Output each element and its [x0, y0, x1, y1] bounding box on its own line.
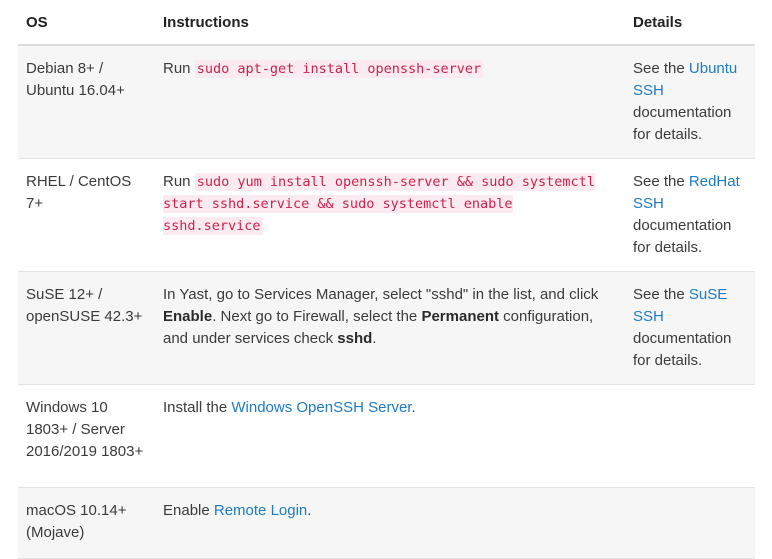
cell-os: macOS 10.14+ (Mojave) [18, 487, 155, 559]
cell-instructions: Install the Windows OpenSSH Server. [155, 384, 625, 488]
cell-details: See the SuSE SSH documentation for detai… [625, 271, 755, 385]
instruction-segment: . [372, 330, 377, 347]
instruction-segment: In Yast, go to Services Manager, select … [163, 286, 599, 303]
cell-os: SuSE 12+ / openSUSE 42.3+ [18, 271, 155, 385]
instruction-text-prefix: Install the [163, 399, 232, 416]
instruction-text-suffix: . [411, 399, 416, 416]
instruction-text-prefix: Run [163, 173, 195, 190]
details-text-suffix: documentation for details. [633, 330, 732, 369]
cell-os: Debian 8+ / Ubuntu 16.04+ [18, 45, 155, 159]
cell-instructions: Run sudo yum install openssh-server && s… [155, 158, 625, 272]
details-text-prefix: See the [633, 286, 689, 303]
details-link[interactable]: RedHat SSH [633, 173, 740, 212]
table-body: Debian 8+ / Ubuntu 16.04+ Run sudo apt-g… [18, 45, 755, 559]
table-row: RHEL / CentOS 7+ Run sudo yum install op… [18, 158, 755, 272]
cell-instructions: Enable Remote Login. [155, 487, 625, 559]
cell-details [625, 487, 755, 559]
instruction-segment: configuration, and under services check [163, 308, 594, 347]
details-link[interactable]: SuSE SSH [633, 286, 728, 325]
table-row: Debian 8+ / Ubuntu 16.04+ Run sudo apt-g… [18, 45, 755, 159]
table-row: macOS 10.14+ (Mojave) Enable Remote Logi… [18, 487, 755, 559]
instruction-bold-enable: Enable [163, 308, 213, 325]
instruction-bold-sshd: sshd [337, 330, 373, 347]
instruction-text-suffix: . [307, 502, 312, 519]
os-instructions-table: OS Instructions Details Debian 8+ / Ubun… [18, 8, 755, 559]
cell-instructions: In Yast, go to Services Manager, select … [155, 271, 625, 385]
table-header: OS Instructions Details [18, 8, 755, 46]
cell-instructions: Run sudo apt-get install openssh-server [155, 45, 625, 159]
instruction-text-prefix: Run [163, 60, 195, 77]
instruction-segment: . Next go to Firewall, select the [212, 308, 422, 325]
instruction-link[interactable]: Windows OpenSSH Server [231, 399, 412, 416]
column-header-details: Details [625, 8, 755, 46]
column-header-os: OS [18, 8, 155, 46]
cell-details: See the RedHat SSH documentation for det… [625, 158, 755, 272]
inline-code: sudo apt-get install openssh-server [194, 60, 484, 78]
table-header-row: OS Instructions Details [18, 8, 755, 46]
cell-os: Windows 10 1803+ / Server 2016/2019 1803… [18, 384, 155, 488]
table-row: Windows 10 1803+ / Server 2016/2019 1803… [18, 384, 755, 488]
cell-os: RHEL / CentOS 7+ [18, 158, 155, 272]
details-link[interactable]: Ubuntu SSH [633, 60, 738, 99]
details-text-prefix: See the [633, 173, 689, 190]
inline-code: sudo yum install openssh-server && sudo … [163, 173, 595, 235]
os-instructions-table-container: OS Instructions Details Debian 8+ / Ubun… [18, 8, 755, 559]
cell-details [625, 384, 755, 488]
details-text-suffix: documentation for details. [633, 217, 732, 256]
instruction-link[interactable]: Remote Login [213, 502, 308, 519]
cell-details: See the Ubuntu SSH documentation for det… [625, 45, 755, 159]
details-text-suffix: documentation for details. [633, 104, 732, 143]
details-text-prefix: See the [633, 60, 689, 77]
instruction-text-prefix: Enable [163, 502, 214, 519]
instruction-bold-permanent: Permanent [421, 308, 499, 325]
table-row: SuSE 12+ / openSUSE 42.3+ In Yast, go to… [18, 271, 755, 385]
column-header-instructions: Instructions [155, 8, 625, 46]
